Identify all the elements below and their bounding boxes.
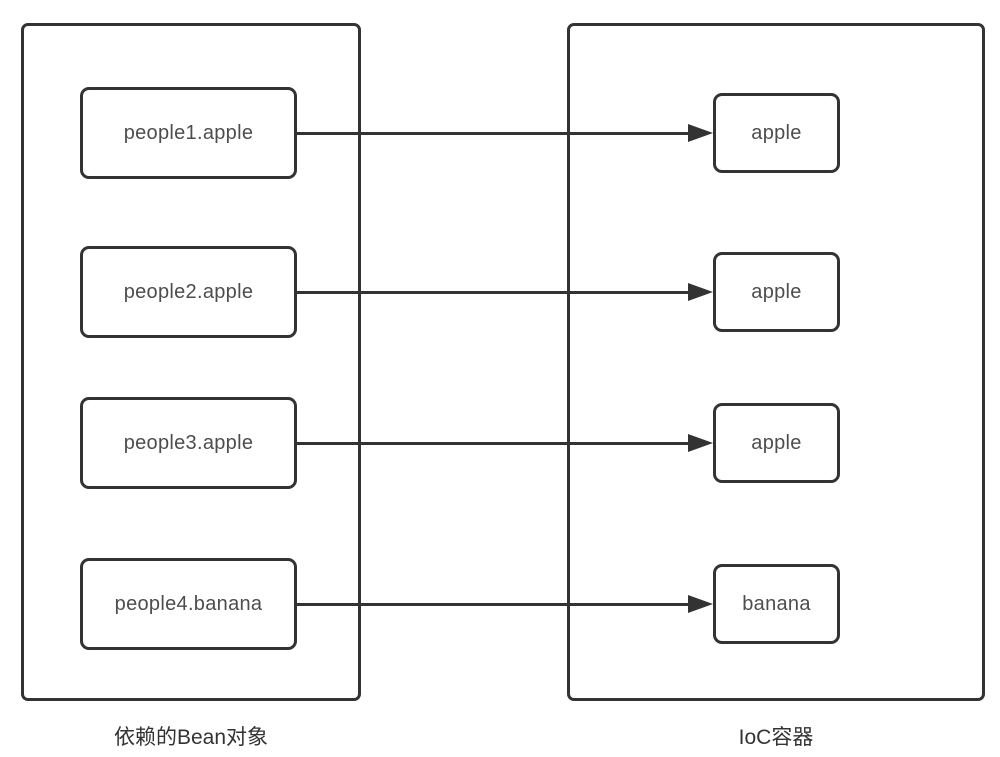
arrow (297, 434, 713, 452)
target-box: banana (713, 564, 840, 644)
target-box: apple (713, 93, 840, 173)
arrow (297, 595, 713, 613)
arrow-shaft (297, 290, 688, 294)
right-container (567, 23, 985, 701)
target-box-label: apple (751, 280, 802, 303)
mapping-row: people3.apple apple (0, 397, 1000, 489)
source-box-label: people1.apple (123, 121, 254, 144)
source-box: people3.apple (80, 397, 297, 489)
target-box-label: banana (742, 592, 811, 615)
target-box: apple (713, 252, 840, 332)
target-box-label: apple (751, 431, 802, 454)
mapping-row: people2.apple apple (0, 246, 1000, 338)
left-container-caption: 依赖的Bean对象 (113, 726, 269, 749)
source-box-label: people3.apple (123, 431, 254, 454)
source-box-label: people4.banana (114, 592, 263, 615)
left-container (21, 23, 361, 701)
arrow-head-icon (688, 595, 713, 613)
arrow-head-icon (688, 283, 713, 301)
arrow (297, 124, 713, 142)
arrow-head-icon (688, 124, 713, 142)
target-box-label: apple (751, 121, 802, 144)
right-container-caption: IoC容器 (738, 726, 814, 749)
target-box: apple (713, 403, 840, 483)
mapping-row: people4.banana banana (0, 558, 1000, 650)
arrow (297, 283, 713, 301)
arrow-shaft (297, 441, 688, 445)
source-box: people2.apple (80, 246, 297, 338)
arrow-head-icon (688, 434, 713, 452)
source-box: people1.apple (80, 87, 297, 179)
source-box: people4.banana (80, 558, 297, 650)
arrow-shaft (297, 131, 688, 135)
source-box-label: people2.apple (123, 280, 254, 303)
mapping-row: people1.apple apple (0, 87, 1000, 179)
arrow-shaft (297, 602, 688, 606)
